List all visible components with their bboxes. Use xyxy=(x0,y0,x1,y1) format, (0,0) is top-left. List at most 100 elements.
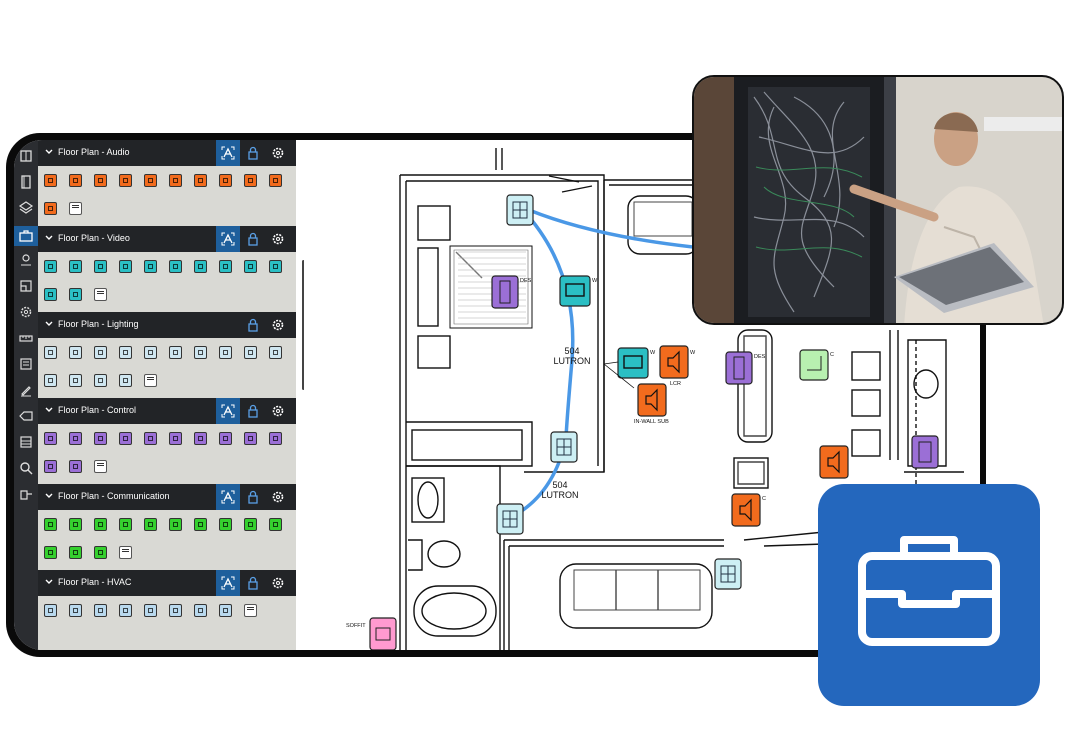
bulb-icon[interactable] xyxy=(44,346,57,359)
chevron-down-icon[interactable] xyxy=(44,147,54,157)
thermostat-icon[interactable] xyxy=(44,604,57,617)
display-icon[interactable] xyxy=(94,260,107,273)
display-icon[interactable] xyxy=(269,260,282,273)
library-scrollbar[interactable] xyxy=(302,260,305,390)
notes-icon[interactable] xyxy=(18,356,34,372)
keypad-icon[interactable] xyxy=(119,432,132,445)
thermostat-icon[interactable] xyxy=(169,604,182,617)
search-icon[interactable] xyxy=(18,460,34,476)
display-icon[interactable] xyxy=(144,260,157,273)
phone-icon[interactable] xyxy=(269,518,282,531)
auto-place-icon[interactable] xyxy=(216,226,240,252)
display-icon[interactable] xyxy=(69,260,82,273)
lock-icon[interactable] xyxy=(241,398,265,424)
phone-icon[interactable] xyxy=(94,546,107,559)
phone-icon[interactable] xyxy=(44,546,57,559)
device-info-icon[interactable] xyxy=(94,288,107,301)
auto-place-icon[interactable] xyxy=(216,570,240,596)
keypad-icon[interactable] xyxy=(69,432,82,445)
keypad-icon[interactable] xyxy=(194,432,207,445)
keypad-icon[interactable] xyxy=(144,432,157,445)
lock-icon[interactable] xyxy=(241,570,265,596)
phone-icon[interactable] xyxy=(144,518,157,531)
speaker-icon[interactable] xyxy=(44,174,57,187)
gear-icon[interactable] xyxy=(266,226,290,252)
device-info-icon[interactable] xyxy=(244,604,257,617)
auto-place-icon[interactable] xyxy=(216,484,240,510)
gear-icon[interactable] xyxy=(266,312,290,338)
thermostat-icon[interactable] xyxy=(219,604,232,617)
thermostat-icon[interactable] xyxy=(144,604,157,617)
category-header-4[interactable]: Floor Plan - Communication xyxy=(38,484,296,510)
keypad-icon[interactable] xyxy=(44,432,57,445)
speaker-icon[interactable] xyxy=(269,174,282,187)
display-icon[interactable] xyxy=(119,260,132,273)
speaker-icon[interactable] xyxy=(219,174,232,187)
bulb-icon[interactable] xyxy=(119,374,132,387)
phone-icon[interactable] xyxy=(119,518,132,531)
phone-icon[interactable] xyxy=(69,546,82,559)
lock-icon[interactable] xyxy=(241,226,265,252)
location-icon[interactable] xyxy=(18,252,34,268)
chevron-down-icon[interactable] xyxy=(44,319,54,329)
speaker-icon[interactable] xyxy=(44,202,57,215)
phone-icon[interactable] xyxy=(94,518,107,531)
chevron-down-icon[interactable] xyxy=(44,405,54,415)
device-info-icon[interactable] xyxy=(119,546,132,559)
display-icon[interactable] xyxy=(219,260,232,273)
phone-icon[interactable] xyxy=(244,518,257,531)
lock-icon[interactable] xyxy=(241,140,265,166)
gear-icon[interactable] xyxy=(266,570,290,596)
floorplan-icon[interactable] xyxy=(18,278,34,294)
speaker-icon[interactable] xyxy=(244,174,257,187)
phone-icon[interactable] xyxy=(169,518,182,531)
device-info-icon[interactable] xyxy=(94,460,107,473)
chevron-down-icon[interactable] xyxy=(44,491,54,501)
bulb-icon[interactable] xyxy=(69,374,82,387)
keypad-icon[interactable] xyxy=(44,460,57,473)
bulb-icon[interactable] xyxy=(144,346,157,359)
keypad-icon[interactable] xyxy=(69,460,82,473)
bulb-icon[interactable] xyxy=(94,346,107,359)
display-icon[interactable] xyxy=(44,288,57,301)
keypad-icon[interactable] xyxy=(269,432,282,445)
lock-icon[interactable] xyxy=(241,484,265,510)
chevron-down-icon[interactable] xyxy=(44,233,54,243)
gear-icon[interactable] xyxy=(266,398,290,424)
speaker-icon[interactable] xyxy=(119,174,132,187)
speaker-icon[interactable] xyxy=(194,174,207,187)
display-icon[interactable] xyxy=(244,260,257,273)
rack-icon[interactable] xyxy=(18,434,34,450)
category-header-3[interactable]: Floor Plan - Control xyxy=(38,398,296,424)
tag-icon[interactable] xyxy=(18,408,34,424)
layers-icon[interactable] xyxy=(18,200,34,216)
phone-icon[interactable] xyxy=(69,518,82,531)
export-icon[interactable] xyxy=(18,486,34,502)
bulb-icon[interactable] xyxy=(119,346,132,359)
thermostat-icon[interactable] xyxy=(94,604,107,617)
speaker-icon[interactable] xyxy=(169,174,182,187)
display-icon[interactable] xyxy=(44,260,57,273)
thermostat-icon[interactable] xyxy=(194,604,207,617)
category-header-0[interactable]: Floor Plan - Audio xyxy=(38,140,296,166)
bulb-icon[interactable] xyxy=(169,346,182,359)
thermostat-icon[interactable] xyxy=(119,604,132,617)
bulb-icon[interactable] xyxy=(194,346,207,359)
book-icon[interactable] xyxy=(18,174,34,190)
thermostat-icon[interactable] xyxy=(69,604,82,617)
gear-icon[interactable] xyxy=(266,140,290,166)
grid-icon[interactable] xyxy=(18,148,34,164)
phone-icon[interactable] xyxy=(44,518,57,531)
bulb-icon[interactable] xyxy=(44,374,57,387)
category-header-1[interactable]: Floor Plan - Video xyxy=(38,226,296,252)
ruler-icon[interactable] xyxy=(18,330,34,346)
speaker-icon[interactable] xyxy=(94,174,107,187)
gear-icon[interactable] xyxy=(266,484,290,510)
speaker-icon[interactable] xyxy=(144,174,157,187)
chevron-down-icon[interactable] xyxy=(44,577,54,587)
lock-icon[interactable] xyxy=(241,312,265,338)
display-icon[interactable] xyxy=(169,260,182,273)
phone-icon[interactable] xyxy=(194,518,207,531)
device-info-icon[interactable] xyxy=(144,374,157,387)
auto-place-icon[interactable] xyxy=(216,398,240,424)
